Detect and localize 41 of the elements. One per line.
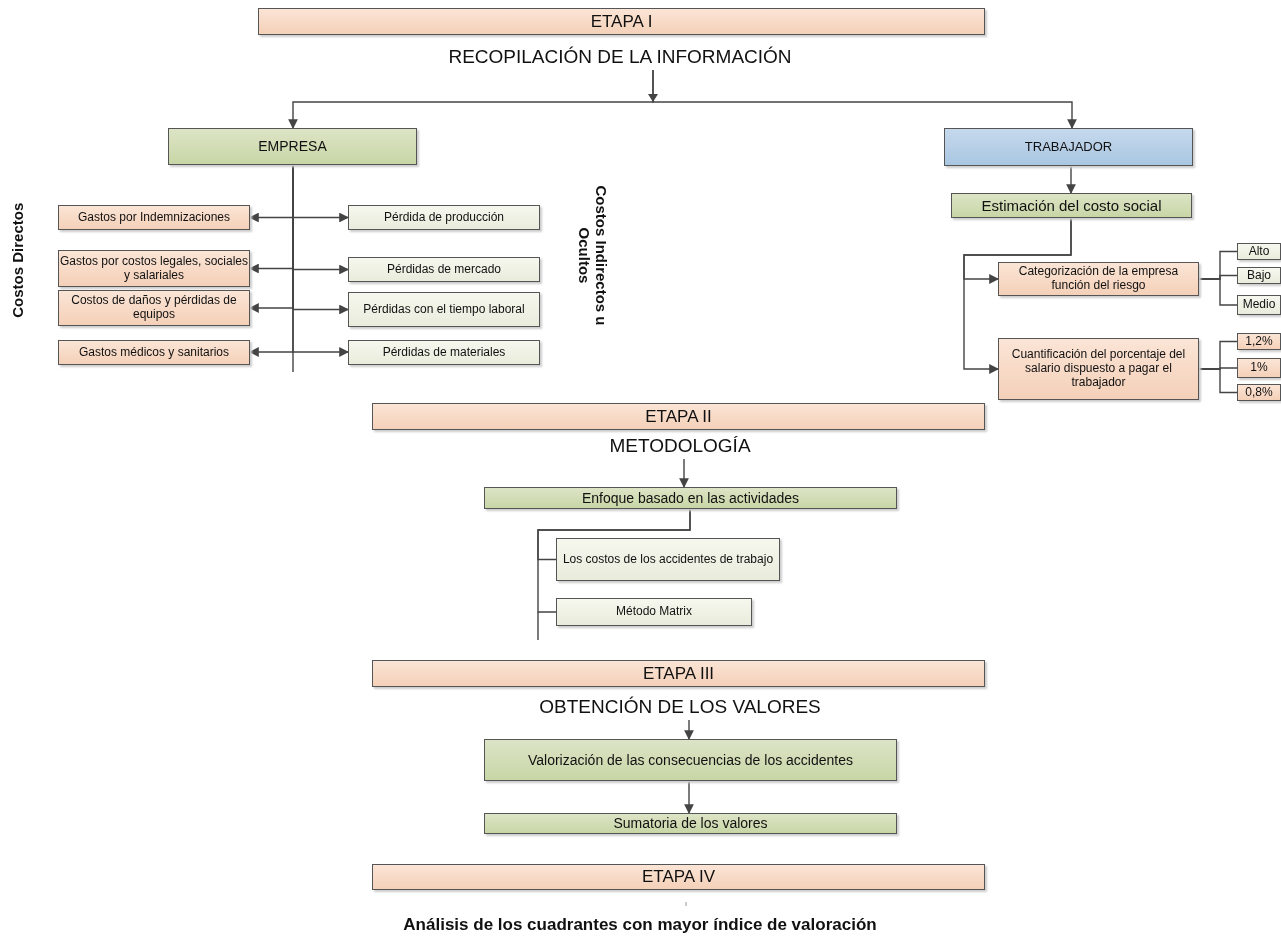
connector-arrow [679,458,689,488]
cost-box: Pérdida de producción [348,205,540,230]
cost-box: Pérdidas de mercado [348,257,540,282]
method-box: Los costos de los accidentes de trabajo [556,538,780,581]
cost-box: Gastos médicos y sanitarios [58,340,250,365]
stage-subtitle: RECOPILACIÓN DE LA INFORMACIÓN [448,46,792,68]
process-box: Cuantificación del porcentaje del salario dispuesto a pagar el trabajador [998,338,1199,400]
connector-arrow [1066,165,1076,194]
process-box: Categorización de la empresa función del riesgo [998,262,1199,296]
stage-banner: ETAPA III [372,660,985,687]
connector-arrow [652,69,1077,129]
percentage-box: 0,8% [1237,384,1281,401]
cost-box: Pérdidas con el tiempo laboral [348,292,540,327]
level-box: Bajo [1237,267,1281,284]
level-box: Medio [1237,295,1281,315]
percentage-box: 1,2% [1237,333,1281,350]
stage-subtitle: OBTENCIÓN DE LOS VALORES [539,696,821,718]
process-box: Sumatoria de los valores [484,813,897,834]
percentage-box: 1% [1237,358,1281,378]
cost-box: Pérdidas de materiales [348,340,540,365]
category-box: EMPRESA [168,128,417,165]
stage-banner: ETAPA IV [372,864,985,890]
stage-banner: ETAPA I [258,8,985,35]
stage-subtitle: METODOLOGÍA [609,435,751,457]
category-box: TRABAJADOR [944,128,1193,166]
method-box: Método Matrix [556,598,752,626]
side-label: Costos Directos [9,202,27,318]
connector-arrow [963,217,1072,374]
conclusion-text: Análisis de los cuadrantes con mayor índice de valoración [403,915,877,935]
process-box: Enfoque basado en las actividades [484,487,897,509]
cost-box: Costos de daños y pérdidas de equipos [58,290,250,326]
connector-arrow [684,719,694,740]
process-box: Valorización de las consecuencias de los accidentes [484,739,897,781]
side-label: Costos Indirectos u Ocultos [575,184,609,327]
cost-box: Gastos por costos legales, sociales y salariales [58,250,250,287]
connector-arrow [684,780,694,814]
level-box: Alto [1237,243,1281,260]
stage-banner: ETAPA II [372,403,985,430]
cost-box: Gastos por Indemnizaciones [58,205,250,230]
process-box: Estimación del costo social [951,193,1192,218]
connector-arrow [292,164,349,357]
